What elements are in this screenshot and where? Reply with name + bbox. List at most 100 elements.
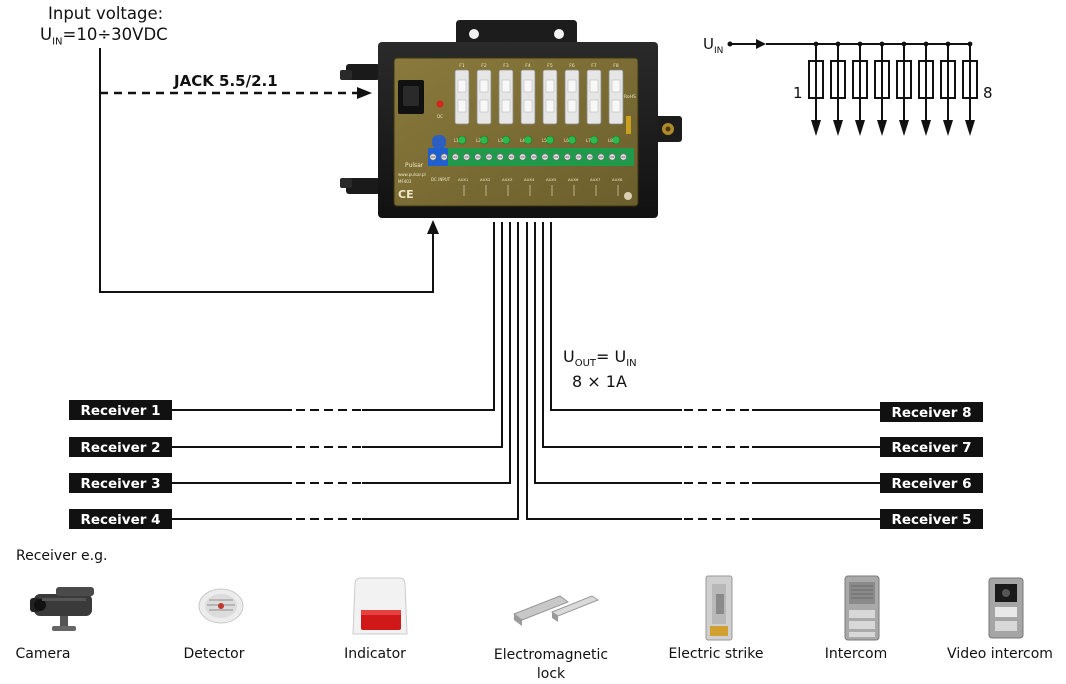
receiver-5: Receiver 5	[880, 509, 983, 529]
receiver-labels: Receiver 1 Receiver 2 Receiver 3 Receive…	[69, 400, 983, 529]
output-wire-6	[534, 222, 880, 484]
detector-icon	[198, 588, 244, 624]
fuse-row: F1 F2 F3 F4 F5 F6 F7 F8	[454, 63, 624, 125]
electromagnetic-lock-icon	[512, 595, 600, 626]
example-indicator: Indicator	[344, 646, 406, 662]
example-electric-strike: Electric strike	[668, 646, 764, 662]
status-led: L6	[564, 135, 577, 145]
status-led: L1	[454, 135, 467, 145]
output-wire-1	[172, 222, 495, 411]
led-label: L8	[608, 138, 613, 143]
fuse-label: F3	[503, 63, 509, 69]
led-label: L5	[542, 138, 547, 143]
ce-mark: CE	[398, 188, 414, 201]
power-led	[436, 100, 444, 108]
schematic-last-index: 8	[983, 84, 993, 102]
input-voltage-title: Input voltage:	[48, 4, 164, 23]
fuse-holder: F5	[542, 63, 558, 125]
fuse-label: F6	[569, 63, 575, 69]
receiver-1: Receiver 1	[69, 400, 172, 420]
schematic-output-arrow	[811, 120, 821, 136]
dc-input-label: DC INPUT	[431, 177, 451, 182]
example-intercom: Intercom	[824, 646, 888, 662]
svg-text:DC: DC	[437, 114, 443, 119]
video-intercom-icon	[988, 577, 1024, 639]
camera-icon	[30, 587, 94, 631]
schematic-branch	[940, 41, 956, 136]
schematic-branch	[918, 41, 934, 136]
fuse-label: F8	[613, 63, 619, 69]
aux-label: AUX2	[480, 177, 491, 182]
example-detector: Detector	[183, 646, 245, 662]
output-wire-8	[550, 222, 880, 411]
capacitor	[432, 135, 446, 149]
schematic-output-arrow	[899, 120, 909, 136]
schematic-branch	[830, 41, 846, 136]
status-led: L3	[498, 135, 511, 145]
fuse-label: F7	[591, 63, 597, 69]
output-wire-5	[526, 222, 880, 520]
aux-label: AUX4	[524, 177, 535, 182]
input-voltage-value: UIN=10÷30VDC	[40, 25, 168, 47]
led-label: L2	[476, 138, 481, 143]
fuse-label: F5	[547, 63, 553, 69]
fuse-label: F1	[459, 63, 465, 69]
status-led: L4	[520, 135, 533, 145]
rohs-label: RoHS	[624, 94, 636, 100]
output-voltage-label: UOUT= UIN	[563, 347, 637, 370]
example-electromagnetic-lock: Electromagnetic lock	[493, 647, 609, 682]
input-u: U	[40, 25, 53, 44]
receiver-8: Receiver 8	[880, 402, 983, 422]
fuse-holder: F8	[608, 63, 624, 125]
dc-input-wire	[99, 48, 434, 293]
fuse-holder: F7	[586, 63, 602, 125]
receiver-7: Receiver 7	[880, 437, 983, 457]
led-label: L7	[586, 138, 591, 143]
jack-arrow	[357, 87, 372, 99]
schematic-first-index: 1	[793, 84, 803, 102]
jack-label: JACK 5.5/2.1	[174, 72, 278, 90]
output-wire-2	[172, 222, 503, 448]
output-wire-7	[542, 222, 880, 448]
fuse-holder: F4	[520, 63, 536, 125]
receiver-6: Receiver 6	[880, 473, 983, 493]
schematic-branch	[852, 41, 868, 136]
power-distribution-diagram: DC F1 F2 F3 F4 F5 F6 F7 F8 L1 L2 L3 L4 L5 L6 L7 L8 Pul…	[30, 20, 1024, 641]
electric-strike-icon	[705, 575, 733, 641]
led-label: L4	[520, 138, 525, 143]
fuse-label: F2	[481, 63, 487, 69]
fuse-holder: F6	[564, 63, 580, 125]
aux-label: AUX7	[590, 177, 601, 182]
svg-text:Receiver 2: Receiver 2	[80, 440, 160, 456]
output-wire-4	[172, 222, 519, 520]
schematic-uin-label: UIN	[703, 35, 724, 56]
example-camera: Camera	[15, 646, 71, 662]
schematic-output-arrow	[877, 120, 887, 136]
indicator-icon	[352, 577, 408, 635]
aux-label: AUX5	[546, 177, 557, 182]
input-terminal	[428, 148, 448, 166]
model-label: MF403	[398, 179, 412, 184]
brand-label: Pulsar	[405, 162, 424, 169]
aux-label: AUX8	[612, 177, 623, 182]
fuse-schematic	[727, 39, 978, 136]
aux-label: AUX1	[458, 177, 469, 182]
terminal-screws	[429, 153, 627, 161]
output-wire-3	[172, 222, 511, 484]
svg-text:Receiver 8: Receiver 8	[891, 405, 971, 421]
input-u-value: =10÷30VDC	[62, 25, 168, 44]
input-wiring	[99, 48, 439, 293]
fuse-holder: F3	[498, 63, 514, 125]
status-led: L5	[542, 135, 555, 145]
receiver-3: Receiver 3	[69, 473, 172, 493]
resettable-fuse	[626, 116, 631, 134]
receiver-2: Receiver 2	[69, 437, 172, 457]
svg-text:Receiver 6: Receiver 6	[891, 476, 971, 492]
schematic-branch	[962, 41, 978, 136]
cable-clip-top	[340, 64, 380, 80]
svg-text:Receiver 3: Receiver 3	[80, 476, 160, 492]
status-led: L8	[608, 135, 621, 145]
schematic-branch	[896, 41, 912, 136]
fuse-holder: F1	[454, 63, 470, 125]
schematic-output-arrow	[921, 120, 931, 136]
